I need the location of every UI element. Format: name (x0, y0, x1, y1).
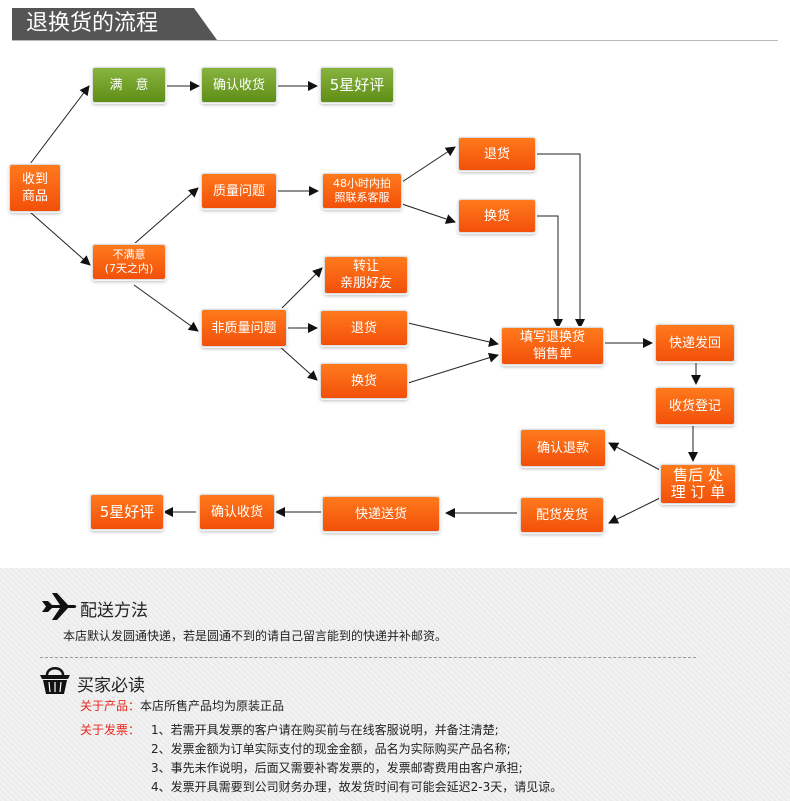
node-ship-out: 配货发货 (520, 497, 604, 533)
arrow-nonquality-transfer (277, 267, 323, 313)
node-exchange-mid: 换货 (320, 363, 408, 399)
node-after-sales: 售后 处理 订 单 (660, 464, 736, 504)
arrow-aftersales-ship (608, 497, 661, 524)
node-after-sales-line1: 售后 处 (673, 466, 723, 484)
node-received: 收到商品 (9, 164, 61, 212)
section-divider (40, 657, 696, 658)
node-confirm-receipt-top: 确认收货 (201, 67, 277, 103)
arrow-received-satisfied (29, 85, 90, 165)
product-text: 本店所售产品均为原装正品 (140, 699, 285, 713)
node-fill-form-line1: 填写退换货 (519, 330, 585, 345)
node-express-deliver: 快递送货 (322, 496, 440, 532)
node-confirm-receipt-bottom: 确认收货 (199, 494, 275, 530)
node-return-mid: 退货 (320, 310, 408, 346)
title-banner (12, 8, 217, 40)
invoice-line-4: 4、发票开具需要到公司财务办理，故发货时间有可能会延迟2-3天，请见谅。 (151, 780, 563, 794)
buyer-title: 买家必读 (77, 676, 145, 696)
node-photo-service-line1: 48小时内拍 (333, 177, 391, 190)
node-five-star-top: 5星好评 (320, 67, 394, 103)
invoice-label: 关于发票： (80, 723, 141, 737)
flow-arrows (29, 81, 701, 524)
invoice-line-1: 1、若需开具发票的客户请在购买前与在线客服说明，并备注清楚; (151, 723, 499, 737)
arrow-nonquality-exchange (277, 344, 318, 381)
node-confirm-refund: 确认退款 (520, 429, 606, 467)
node-after-sales-line2: 理 订 单 (670, 483, 726, 501)
product-row: 关于产品：本店所售产品均为原装正品 (80, 697, 284, 714)
node-satisfied: 满 意 (92, 67, 166, 103)
info-panel (0, 568, 790, 801)
node-photo-service: 48小时内拍照联系客服 (322, 173, 402, 209)
node-transfer-line1: 转让 (352, 259, 379, 274)
node-unsatisfied: 不满意(7天之内) (92, 244, 166, 280)
node-unsatisfied-line1: 不满意 (112, 248, 146, 261)
node-unsatisfied-line2: (7天之内) (104, 262, 154, 275)
airplane-icon (42, 593, 77, 620)
node-photo-service-line2: 照联系客服 (334, 191, 390, 204)
arrow-unsatisfied-quality (133, 187, 199, 245)
arrow-exchange-form (536, 215, 563, 329)
shopping-basket-icon (40, 667, 70, 694)
arrow-exchangemid-form (407, 352, 499, 384)
arrow-unsatisfied-nonquality (133, 284, 199, 332)
arrow-aftersales-refund (608, 442, 661, 471)
node-return-top: 退货 (458, 137, 536, 171)
node-transfer: 转让亲朋好友 (324, 256, 408, 294)
arrow-returnmid-form (407, 322, 499, 347)
title-underline (12, 40, 778, 41)
node-transfer-line2: 亲朋好友 (339, 276, 392, 291)
page-title: 退换货的流程 (26, 11, 159, 36)
invoice-line-2: 2、发票金额为订单实际支付的现金金额，品名为实际购买产品名称; (151, 742, 511, 756)
shipping-title: 配送方法 (80, 601, 148, 621)
arrow-received-unsatisfied (29, 211, 91, 266)
product-label: 关于产品： (80, 699, 141, 713)
shipping-text: 本店默认发圆通快递，若是圆通不到的请自己留言能到的快递并补邮资。 (63, 629, 448, 643)
node-received-line2: 商品 (21, 189, 48, 204)
arrow-photo-exchange (401, 203, 456, 224)
node-fill-form-line2: 销售单 (532, 347, 572, 362)
node-fill-form: 填写退换货销售单 (501, 327, 604, 365)
invoice-line-3: 3、事先未作说明，后面又需要补寄发票的，发票邮寄费用由客户承担; (151, 761, 523, 775)
arrow-return-form (536, 153, 585, 329)
node-express-back: 快递发回 (655, 324, 735, 362)
arrow-photo-return (401, 146, 456, 183)
node-non-quality-issue: 非质量问题 (201, 309, 287, 347)
node-quality-issue: 质量问题 (201, 173, 277, 209)
node-received-line1: 收到 (21, 172, 48, 187)
node-exchange-top: 换货 (458, 199, 536, 233)
node-five-star-bottom: 5星好评 (90, 494, 164, 530)
node-receipt-register: 收货登记 (655, 387, 735, 425)
